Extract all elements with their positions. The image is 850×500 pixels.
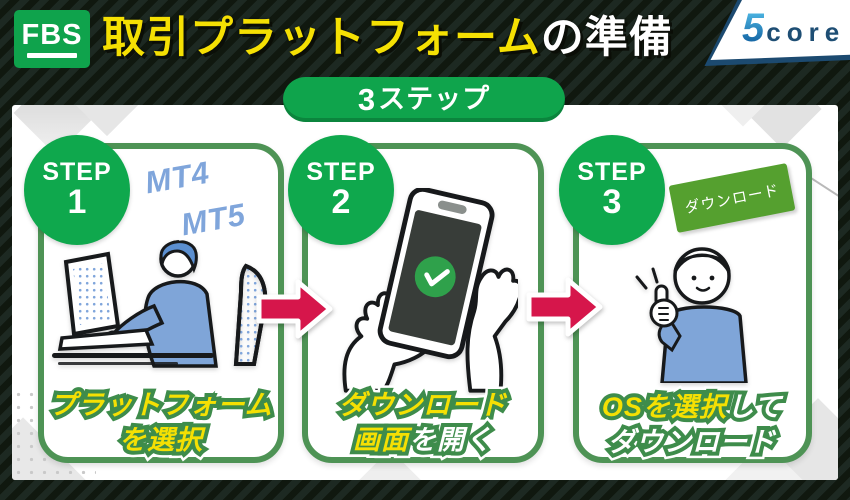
person-at-laptop-icon <box>52 240 268 368</box>
page-title-rest: の準備 <box>540 14 673 62</box>
step-3-caption: OSを選択して OSを選択して OSを選択して ダウンロード ダウンロード ダウ… <box>542 385 842 464</box>
download-button-label: ダウンロード <box>683 181 781 217</box>
step-2-caption-line2: 画面を開く <box>353 425 493 455</box>
score-logo: 5 core <box>742 8 845 48</box>
step-2-badge: STEP 2 <box>288 135 394 245</box>
step-1-caption: プラットフォーム プラットフォーム プラットフォーム を選択 を選択 を選択 <box>43 384 278 462</box>
page-title-highlight: 取引プラットフォーム <box>102 14 541 62</box>
step-3-badge-number: 3 <box>602 182 622 221</box>
page-title: 取引プラットフォームの準備 <box>102 13 673 65</box>
step-3-caption-line1: OSを選択して <box>601 392 783 422</box>
arrow-right-icon <box>526 277 603 337</box>
banner-label: ステップ <box>378 84 491 114</box>
step-2-badge-number: 2 <box>331 182 351 221</box>
fbs-logo-underline <box>27 52 77 58</box>
step-1-caption-line1: プラットフォーム <box>49 390 273 420</box>
step-1-badge: STEP 1 <box>24 135 130 245</box>
thumbs-up-person-icon <box>635 247 748 383</box>
step-3-badge: STEP 3 <box>559 135 665 245</box>
fbs-logo-text: FBS <box>21 18 83 51</box>
step-2-caption-line1: ダウンロード <box>339 390 507 420</box>
step-1-caption-line2: を選択 <box>119 425 203 455</box>
score-logo-text: core <box>766 17 846 47</box>
step-3-badge-label: STEP <box>577 157 647 186</box>
step-3-caption-line2: ダウンロード <box>608 427 776 457</box>
score-brand-badge: 5 core <box>704 0 850 66</box>
step-1-badge-label: STEP <box>42 157 112 186</box>
step-1-badge-number: 1 <box>67 182 87 221</box>
score-s-icon: 5 <box>742 6 765 50</box>
hands-with-phone-icon <box>342 188 518 393</box>
fbs-logo: FBS <box>14 10 90 68</box>
step-2-badge-label: STEP <box>306 157 376 186</box>
three-steps-banner: 3 ステップ <box>283 77 565 122</box>
step-2-caption: ダウンロード ダウンロード ダウンロード 画面を開く 画面を開く 画面を開く <box>273 383 573 462</box>
arrow-right-icon <box>256 279 333 339</box>
banner-number: 3 <box>357 82 376 117</box>
